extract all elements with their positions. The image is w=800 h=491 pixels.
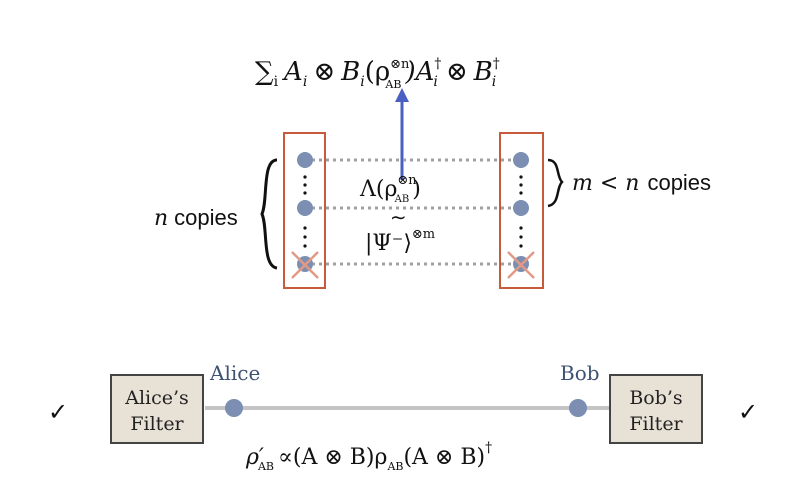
relation-main: ∝(A ⊗ B)ρ <box>278 445 387 470</box>
right-copies-box <box>499 132 544 289</box>
lambda-sup: ⊗n <box>397 173 417 188</box>
formula-B: B <box>340 57 360 87</box>
formula-dagger-b: † <box>493 56 500 72</box>
relation-dagger: † <box>485 440 492 456</box>
sum-symbol: ∑ <box>255 57 274 87</box>
formula-B2: B <box>473 57 493 87</box>
formula-B-index: i <box>360 74 364 90</box>
approx-symbol: ≀ <box>387 214 411 222</box>
formula-A-index: i <box>303 74 307 90</box>
sum-index: i <box>274 74 279 90</box>
formula-Bdag-index: i <box>492 74 496 90</box>
bob-label: Bob <box>560 361 600 385</box>
lambda-sub: AB <box>394 194 410 205</box>
formula-otimes: ⊗ <box>313 57 335 87</box>
formula-otimes-2: ⊗ <box>446 57 468 87</box>
left-copies-box <box>283 132 326 289</box>
left-check-icon: ✓ <box>48 398 68 426</box>
bottom-relation: ρ′AB∝(A ⊗ B)ρAB(A ⊗ B)† <box>245 440 492 473</box>
upward-arrow-head <box>395 88 409 102</box>
right-dot-1 <box>513 152 529 168</box>
left-dot-2 <box>297 200 313 216</box>
left-dot-1 <box>297 152 313 168</box>
formula-A: A <box>282 57 303 87</box>
m-var: m < n <box>572 171 639 196</box>
formula-rho-sub: AB <box>384 78 401 91</box>
alice-dot <box>225 399 243 417</box>
rho-prime: ρ′ <box>245 445 264 470</box>
psi-ket: |Ψ⁻⟩ <box>365 231 412 256</box>
lambda-prefix: Λ(ρ <box>359 177 397 202</box>
relation-end: (A ⊗ B) <box>403 445 485 470</box>
right-brace <box>547 158 564 208</box>
bob-filter-box <box>609 374 703 444</box>
alice-filter-line1: Alice’s <box>124 387 189 409</box>
alice-label: Alice <box>209 361 260 385</box>
m-copies-word: copies <box>647 170 711 195</box>
formula-dagger-a: † <box>434 56 441 72</box>
left-cross-icon <box>291 251 319 279</box>
right-ellipsis <box>519 175 523 248</box>
alice-filter-line2: Filter <box>130 413 184 435</box>
formula-close: )A <box>404 57 434 87</box>
lambda-close: ) <box>412 177 421 202</box>
left-brace <box>260 158 278 270</box>
relation-sub: AB <box>386 460 403 473</box>
rho-prime-sub: AB <box>257 460 274 473</box>
n-var: n <box>154 206 168 231</box>
left-ellipsis <box>303 175 307 248</box>
n-copies-word: copies <box>174 205 238 230</box>
bob-filter-line2: Filter <box>629 413 683 435</box>
right-cross-icon <box>507 251 535 279</box>
bob-filter-line1: Bob’s <box>629 387 682 409</box>
bob-dot <box>569 399 587 417</box>
psi-sup: ⊗m <box>412 227 435 242</box>
alice-filter-box <box>110 374 204 444</box>
formula-Adag-index: i <box>433 74 437 90</box>
right-check-icon: ✓ <box>738 398 758 426</box>
psi-label: |Ψ⁻⟩⊗m <box>365 227 435 256</box>
formula-rho-sup: ⊗n <box>390 57 410 72</box>
formula-rho: (ρ <box>365 57 390 87</box>
right-dot-2 <box>513 200 529 216</box>
m-copies-label: m < n copies <box>572 170 711 196</box>
